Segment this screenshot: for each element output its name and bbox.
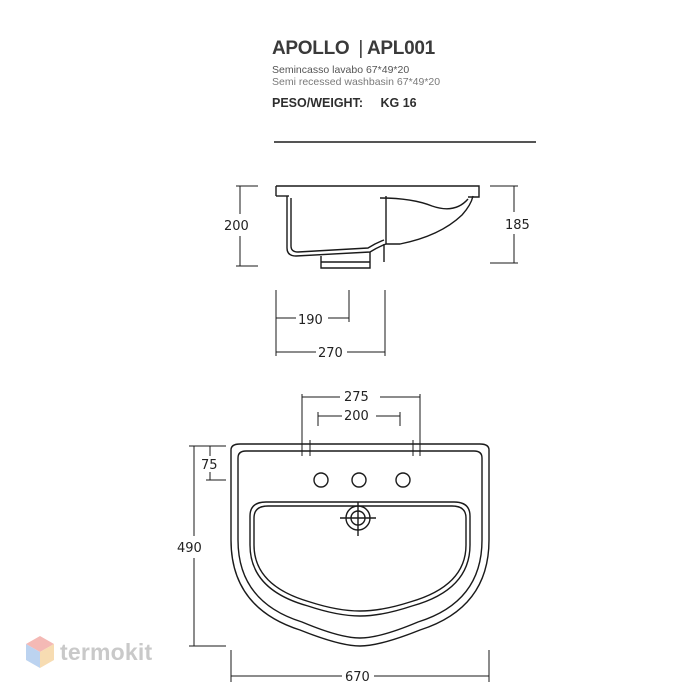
top-view-bowl-inner	[253, 505, 467, 612]
label-top-holes-outer: 275	[344, 390, 369, 405]
label-side-depth-inner: 190	[298, 313, 323, 328]
dim-side-height-right	[490, 185, 518, 264]
dim-side-depth-outer	[276, 290, 386, 356]
weight-value: KG 16	[380, 96, 417, 110]
label-top-depth: 490	[177, 541, 202, 556]
label-side-height-right: 185	[505, 218, 530, 233]
model-name: APOLLO	[272, 38, 350, 59]
product-title: APOLLO |APL001	[272, 38, 542, 60]
title-divider	[274, 141, 536, 143]
label-side-height-left: 200	[224, 219, 249, 234]
tap-hole-left	[313, 472, 329, 488]
title-separator: |	[358, 38, 363, 59]
title-block: APOLLO |APL001 Semincasso lavabo 67*49*2…	[272, 38, 542, 110]
watermark-logo: termokit	[24, 634, 194, 674]
side-view-rim	[276, 185, 480, 198]
watermark-text: termokit	[60, 639, 153, 665]
weight-row: PESO/WEIGHT: KG 16	[272, 96, 542, 110]
label-top-width: 670	[345, 670, 370, 685]
dim-top-holes-outer	[301, 394, 421, 456]
top-view-bowl	[249, 501, 471, 617]
label-side-depth-outer: 270	[318, 346, 343, 361]
model-code: APL001	[367, 38, 435, 59]
side-view-bowl-curve	[379, 197, 469, 210]
top-view-outline-mid	[237, 450, 483, 639]
top-view-basin	[230, 443, 490, 647]
top-view-outline-outer	[230, 443, 490, 647]
dim-top-holes-inner	[317, 412, 401, 426]
dim-top-depth	[189, 445, 226, 647]
subtitle-english: Semi recessed washbasin 67*49*20	[272, 76, 441, 88]
cube-icon	[26, 636, 54, 668]
dim-top-width	[230, 650, 490, 682]
label-top-holes-inner: 200	[344, 409, 369, 424]
dim-side-height-left	[236, 185, 258, 267]
weight-label: PESO/WEIGHT:	[272, 96, 363, 110]
tap-hole-center	[351, 472, 367, 488]
side-view-bowl-outer	[286, 195, 474, 257]
label-top-offset: 75	[201, 458, 218, 473]
tap-hole-right	[395, 472, 411, 488]
side-view-basin	[275, 185, 480, 269]
subtitle-italian: Semincasso lavabo 67*49*20	[272, 64, 410, 76]
side-view-bowl-inner	[290, 198, 385, 253]
dim-side-depth-inner	[275, 290, 350, 356]
